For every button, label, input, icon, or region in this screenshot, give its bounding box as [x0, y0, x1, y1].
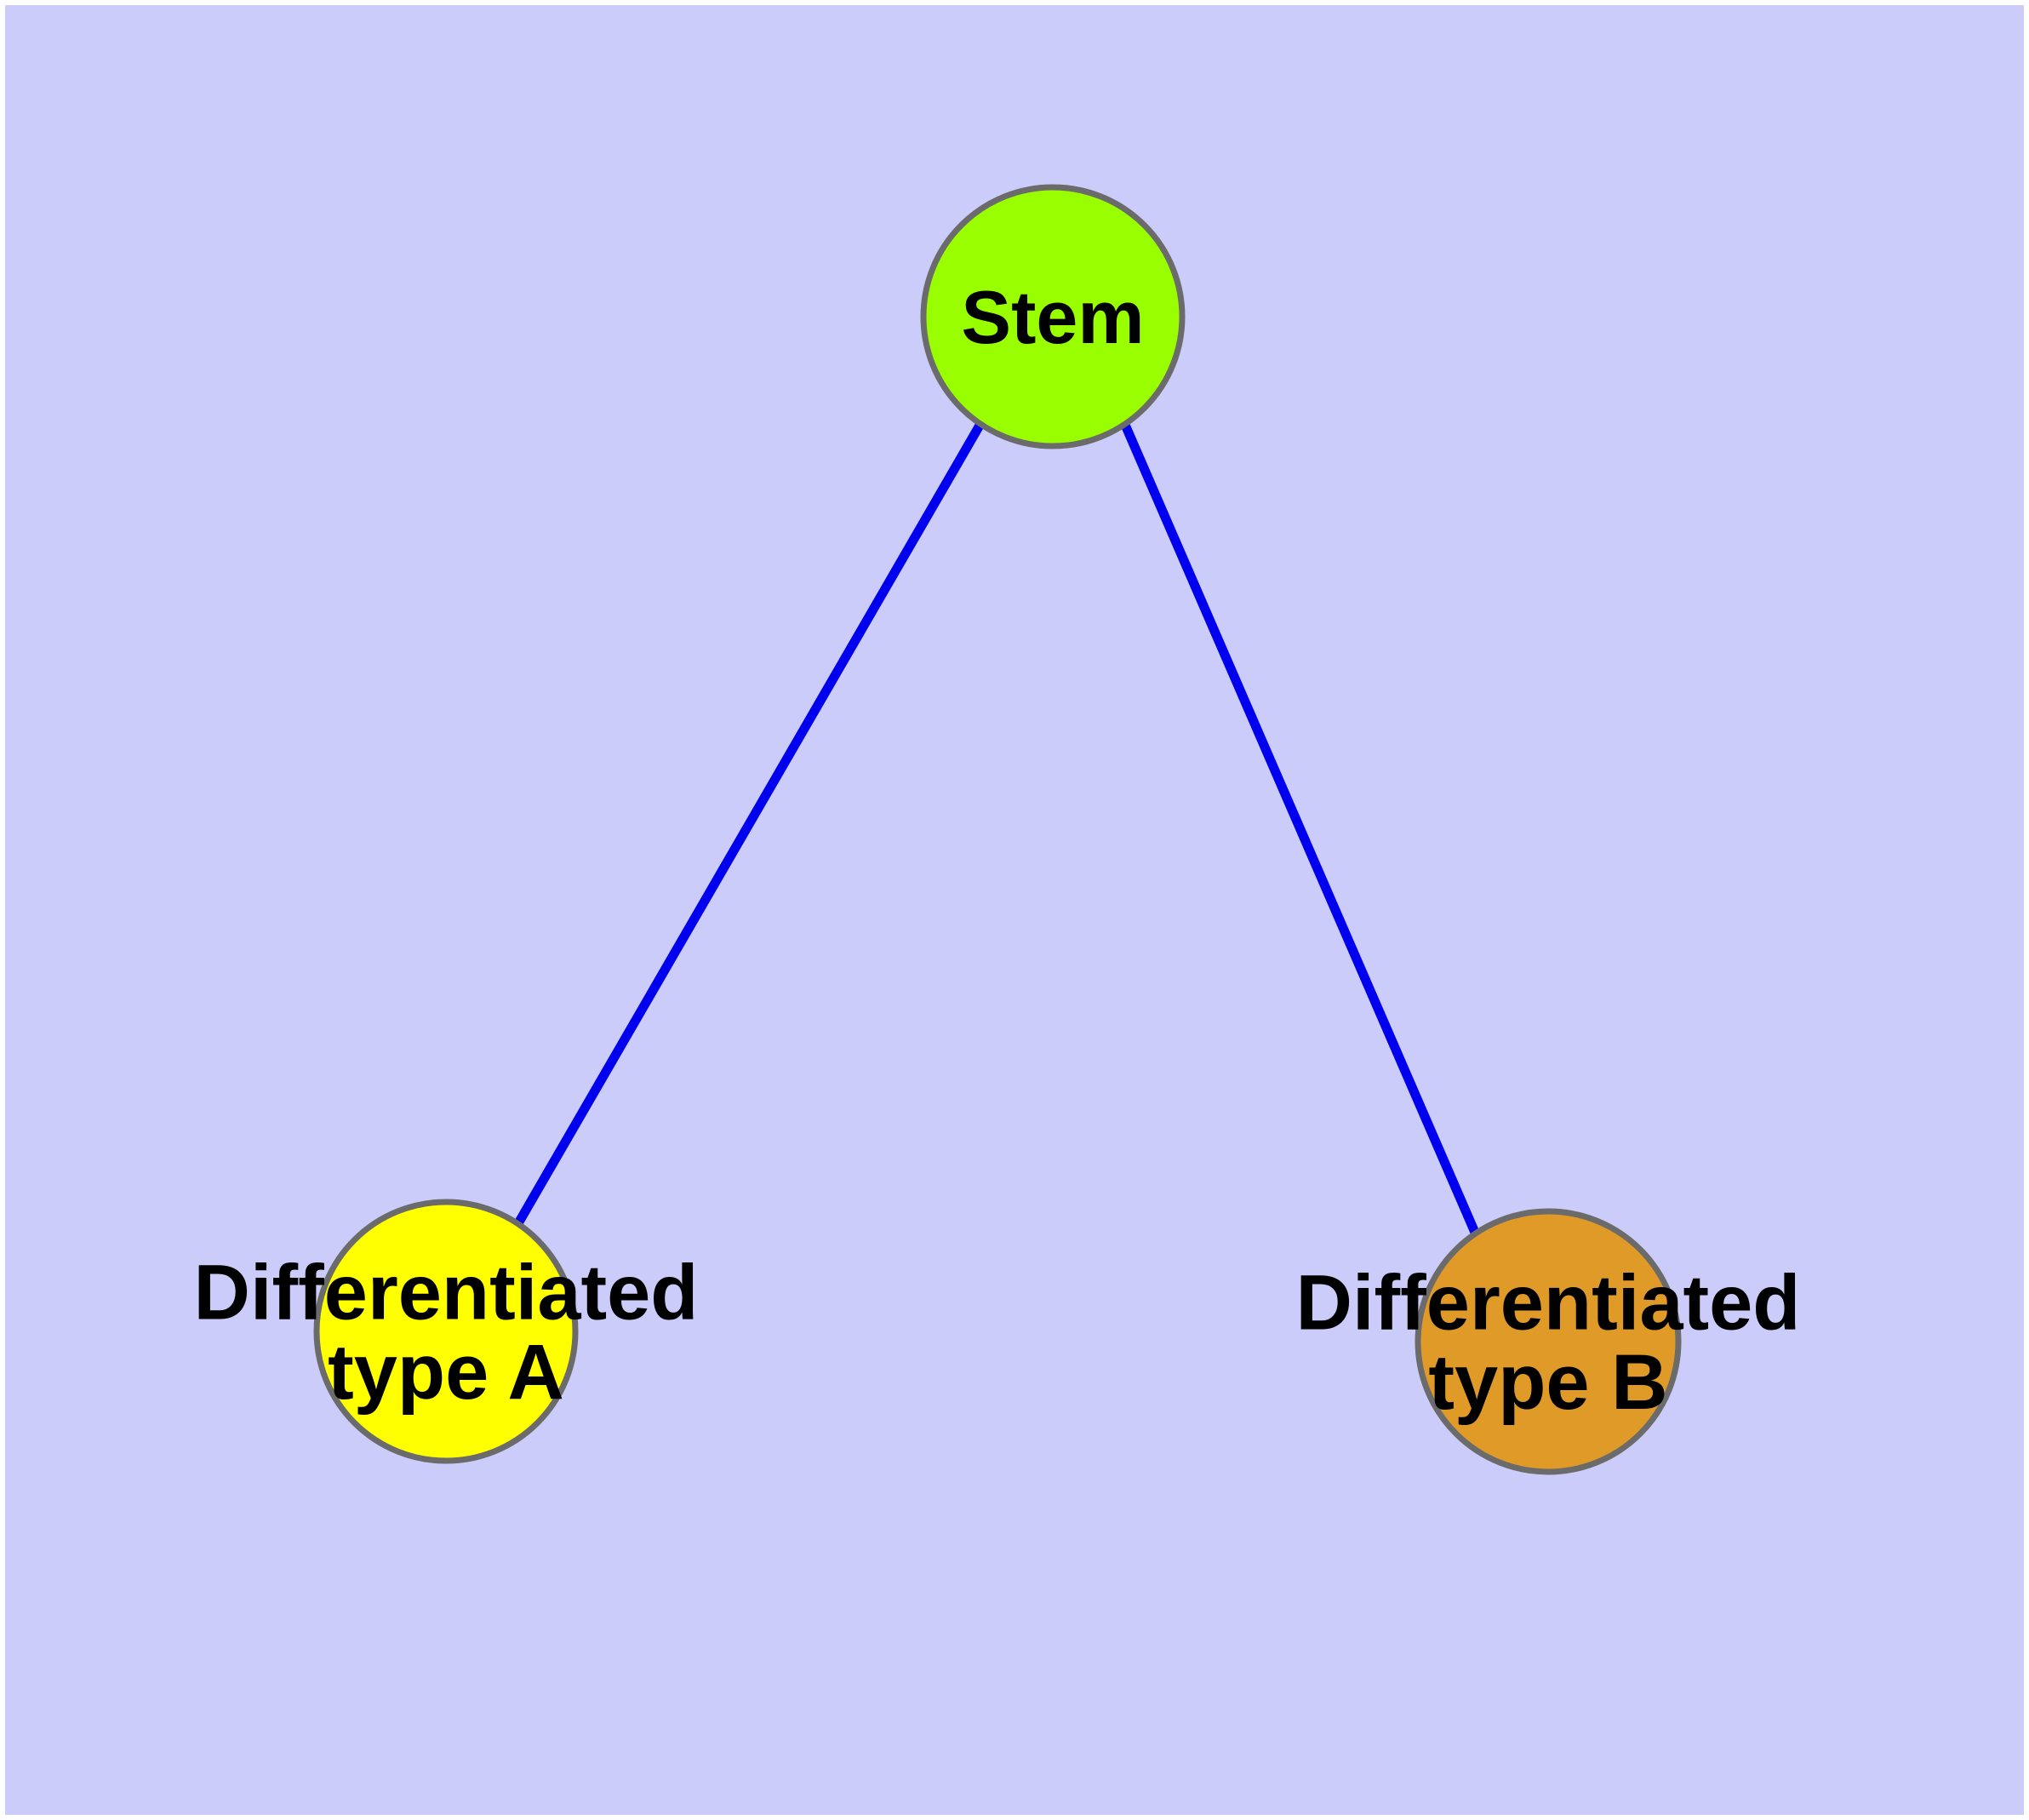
edge-stem-to-differentiated-type-b[interactable]: [1120, 422, 1481, 1237]
node-stem[interactable]: Stem: [920, 184, 1186, 449]
edge-stem-to-differentiated-type-a[interactable]: [514, 421, 985, 1226]
node-differentiated-type-a-circle[interactable]: [313, 1199, 579, 1464]
node-stem-label: Stem: [961, 275, 1144, 359]
edge-layer: [514, 421, 1481, 1237]
node-differentiated-type-b-circle[interactable]: [1415, 1208, 1682, 1475]
node-stem-circle[interactable]: [920, 184, 1186, 449]
